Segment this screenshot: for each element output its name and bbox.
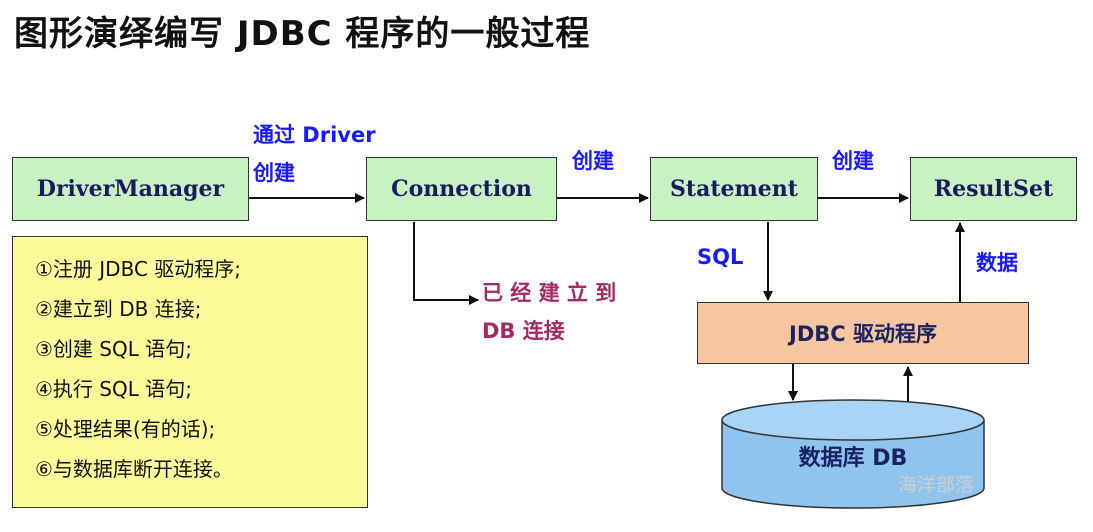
step-item: ②建立到 DB 连接; xyxy=(35,297,202,321)
statement-box: Statement xyxy=(650,157,818,221)
statement-label: Statement xyxy=(670,176,798,202)
step-item: ⑤处理结果(有的话); xyxy=(35,417,216,441)
db-connected-label-line1: 已 经 建 立 到 xyxy=(482,281,617,305)
data-label: 数据 xyxy=(976,251,1018,275)
step-item: ③创建 SQL 语句; xyxy=(35,337,192,361)
resultset-box: ResultSet xyxy=(910,157,1077,221)
connection-label: Connection xyxy=(391,176,532,202)
database-cylinder xyxy=(721,399,985,509)
diagram-title: 图形演绎编写 JDBC 程序的一般过程 xyxy=(14,14,591,54)
db-connected-label-line2: DB 连接 xyxy=(482,319,565,343)
jdbc-driver-box: JDBC 驱动程序 xyxy=(697,302,1029,364)
watermark: 海洋部落 xyxy=(898,474,975,496)
steps-panel: ①注册 JDBC 驱动程序; ②建立到 DB 连接; ③创建 SQL 语句; ④… xyxy=(12,236,368,508)
resultset-label: ResultSet xyxy=(933,176,1054,202)
create-statement-label: 创建 xyxy=(572,149,614,173)
step-item: ①注册 JDBC 驱动程序; xyxy=(35,257,242,281)
database-label: 数据库 DB xyxy=(798,446,908,471)
step-item: ⑥与数据库断开连接。 xyxy=(35,457,233,481)
connection-box: Connection xyxy=(366,157,557,221)
create-resultset-label: 创建 xyxy=(832,149,874,173)
jdbc-driver-label: JDBC 驱动程序 xyxy=(789,322,937,346)
arrow-connection-to-db-label xyxy=(413,222,479,305)
drivermanager-box: DriverManager xyxy=(12,157,249,221)
sql-label: SQL xyxy=(697,245,744,269)
via-driver-label-line1: 通过 Driver xyxy=(253,123,376,147)
via-driver-label-line2: 创建 xyxy=(253,161,295,185)
step-item: ④执行 SQL 语句; xyxy=(35,377,192,401)
drivermanager-label: DriverManager xyxy=(36,176,225,202)
